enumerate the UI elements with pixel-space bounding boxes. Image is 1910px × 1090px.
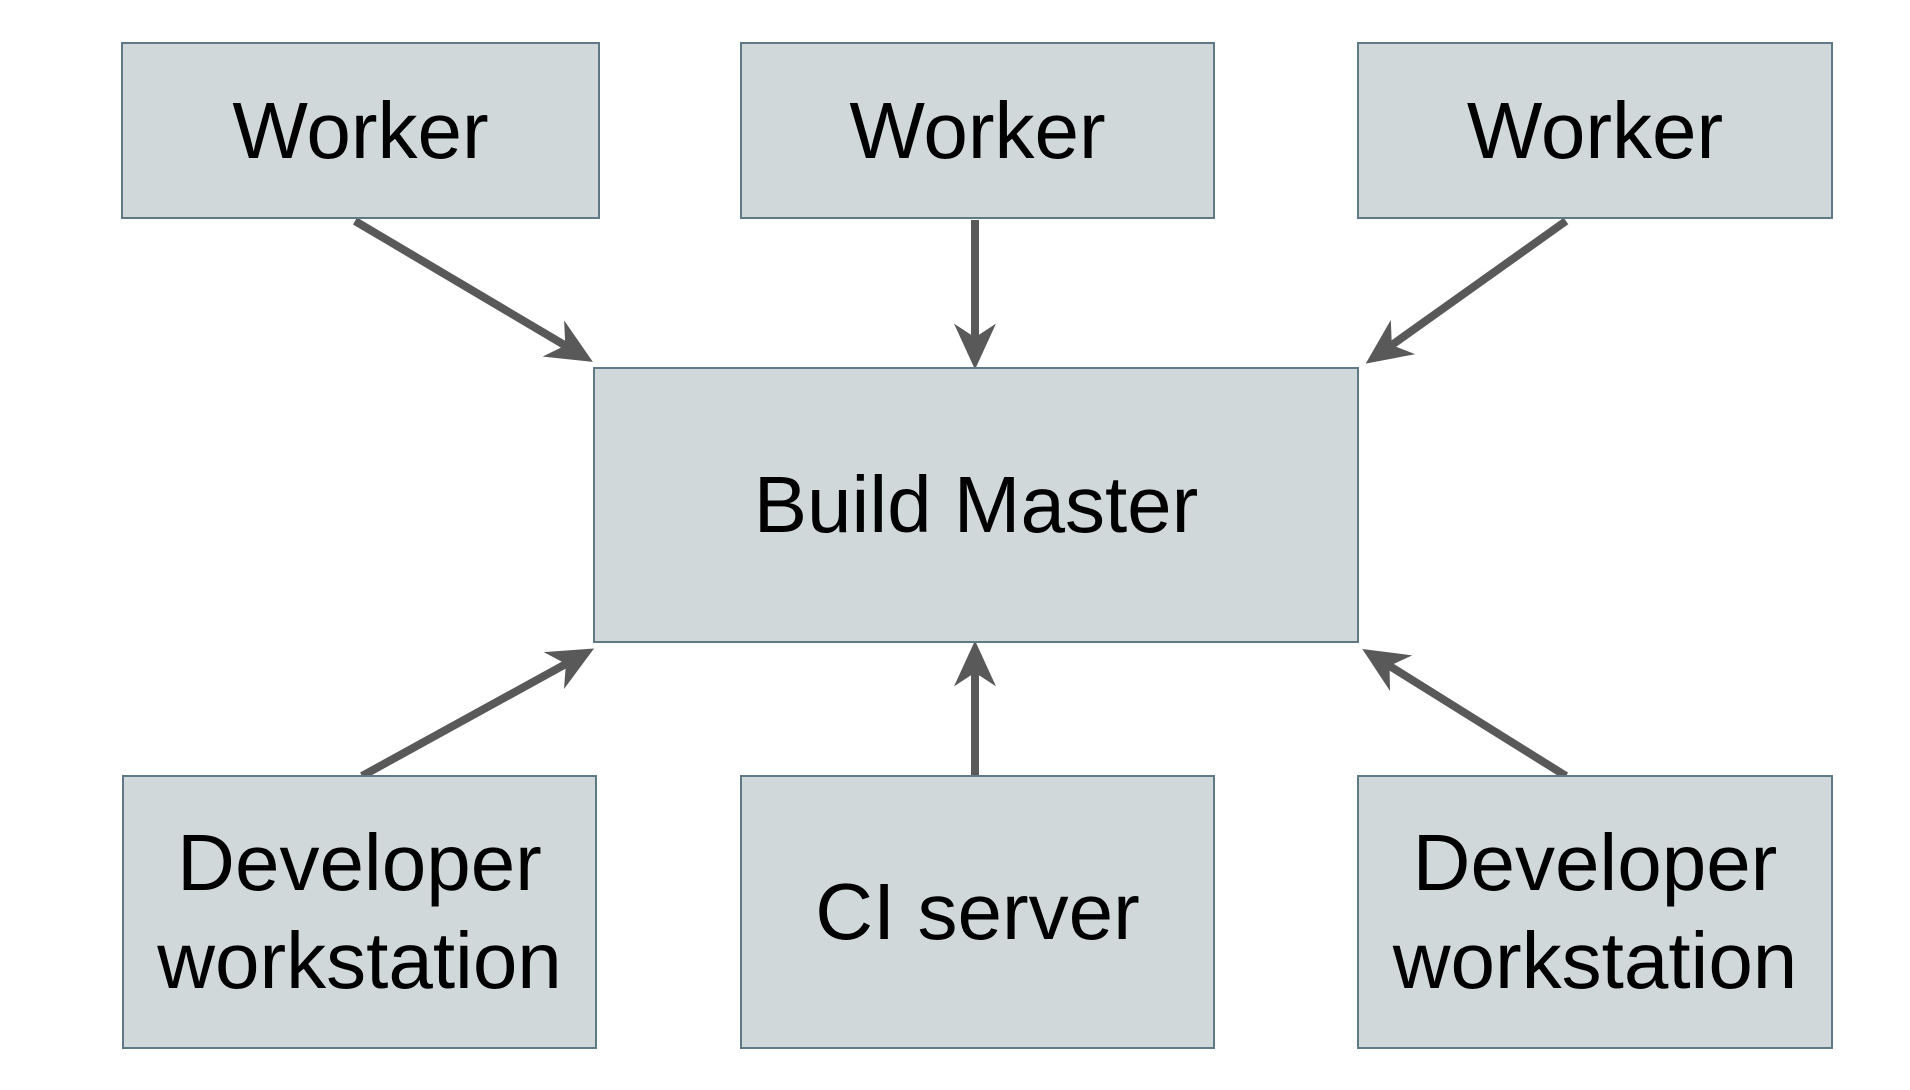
node-developer-workstation-left-label: Developer workstation [157,818,562,1005]
arrow-worker1-to-build-master [352,217,593,362]
node-build-master: Build Master [593,367,1359,643]
node-worker-1-label: Worker [232,85,489,175]
node-worker-3-label: Worker [1466,85,1724,175]
arrow-dev-workstation-left-to-build-master [360,648,595,780]
node-ci-server: CI server [740,775,1215,1049]
node-worker-2-label: Worker [849,85,1106,175]
node-ci-server-label: CI server [815,867,1140,957]
node-worker-3: Worker [1357,42,1833,219]
node-worker-2: Worker [740,42,1215,219]
arrow-dev-workstation-right-to-build-master [1362,648,1569,780]
arrow-worker3-to-build-master [1365,217,1569,364]
node-developer-workstation-right-label: Developer workstation [1392,818,1798,1005]
node-developer-workstation-right: Developer workstation [1357,775,1833,1049]
node-developer-workstation-left: Developer workstation [122,775,597,1049]
node-worker-1: Worker [121,42,600,219]
node-build-master-label: Build Master [753,460,1199,550]
